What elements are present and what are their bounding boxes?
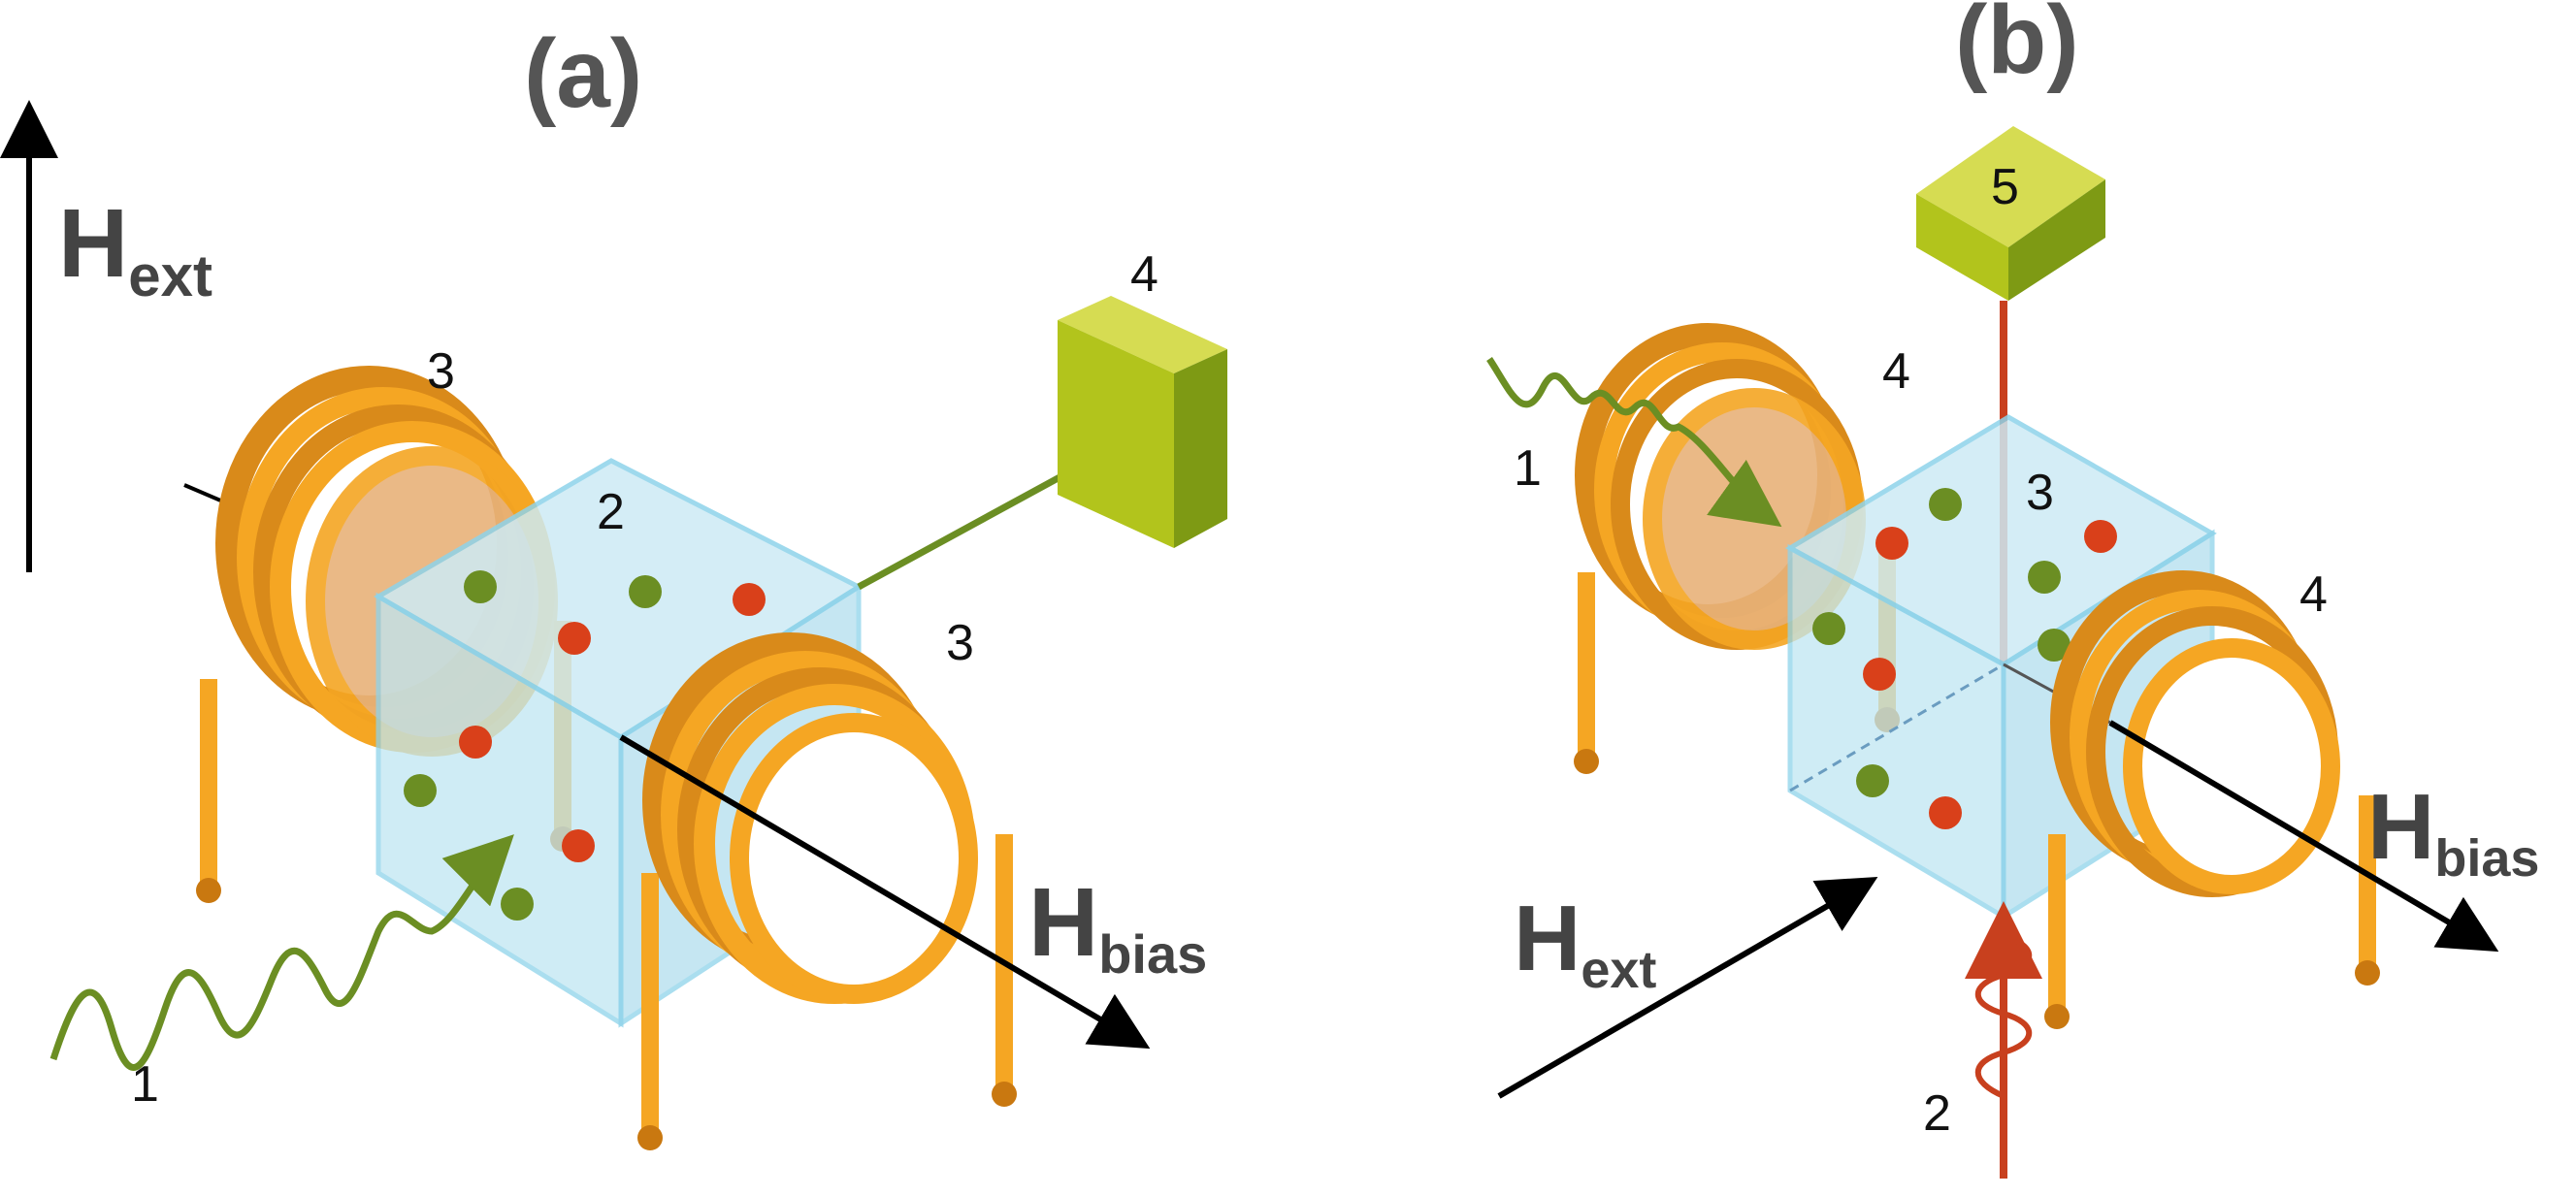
green-wave-b [1486, 357, 1782, 528]
detector-b [1916, 126, 2105, 301]
h-ext-label-a: Hext [58, 189, 212, 308]
label-wave-source-a: 1 [131, 1056, 159, 1113]
label-detector-b: 5 [1991, 159, 2019, 215]
h-ext-arrow-b [1497, 876, 1878, 1099]
label-coil-left-b: 4 [1882, 343, 1910, 400]
label-detector-a: 4 [1130, 246, 1158, 303]
panel-a: (a) Hext [0, 19, 1227, 1150]
h-ext-label-b: Hext [1514, 887, 1656, 999]
label-sample-a: 2 [597, 484, 625, 540]
label-coil-right-b: 4 [2299, 566, 2328, 623]
detector-a [1058, 296, 1227, 548]
label-coil-top-a: 3 [427, 343, 455, 400]
green-wave-a [49, 834, 514, 1071]
label-green-wave-b: 1 [1514, 440, 1542, 497]
label-sample-b: 3 [2026, 465, 2054, 521]
sample-dots-b [1812, 488, 2117, 829]
panel-b-title: (b) [1955, 0, 2079, 94]
label-coil-front-a: 3 [946, 615, 974, 671]
label-red-wave-b: 2 [1923, 1085, 1951, 1142]
h-bias-arrow-a [619, 734, 1151, 1050]
red-wave-b [1974, 933, 2033, 1099]
panel-b: (b) [1486, 0, 2539, 1179]
h-bias-label-a: Hbias [1028, 868, 1207, 985]
panel-a-title: (a) [524, 19, 642, 128]
h-bias-label-b: Hbias [2367, 775, 2539, 888]
coil-front-a [637, 632, 1017, 1150]
h-bias-arrow-b [2108, 720, 2499, 953]
